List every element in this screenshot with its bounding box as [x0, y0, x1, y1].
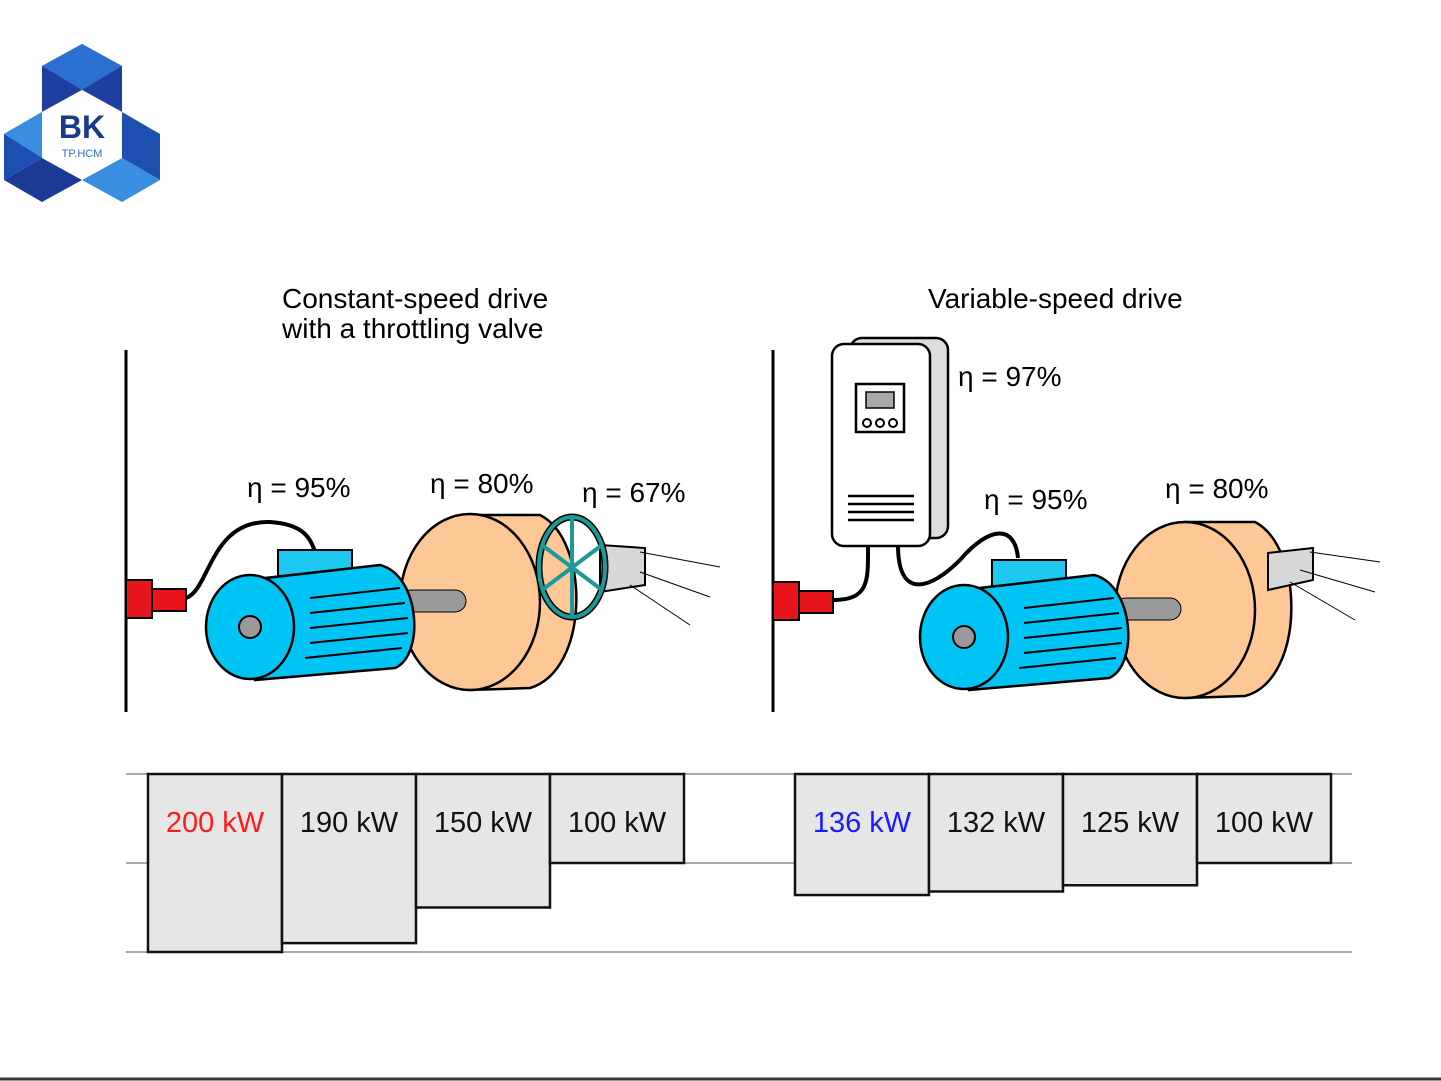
variable-frequency-drive-icon	[830, 336, 950, 548]
logo-subtext: TP.HCM	[62, 148, 103, 160]
power-bar-label: 190 kW	[300, 807, 399, 839]
power-bar	[1195, 772, 1333, 865]
power-plug-icon	[798, 590, 834, 614]
power-bar	[793, 772, 931, 897]
power-bar-label: 200 kW	[166, 807, 265, 839]
power-bar-label: 150 kW	[434, 807, 533, 839]
power-plug-icon	[125, 579, 153, 619]
power-plug-icon	[151, 588, 187, 612]
right-drive-efficiency: η = 97%	[958, 361, 1062, 392]
left-title-line1: Constant-speed drive	[282, 283, 548, 314]
pump-icon	[1113, 520, 1381, 700]
bars-group: 200 kW 190 kW 150 kW 100 kW 136 kW 132 kW 125 …	[146, 772, 1333, 954]
throttling-valve-icon	[535, 513, 609, 621]
right-pump-efficiency: η = 80%	[1165, 473, 1269, 504]
logo-text: BK	[59, 109, 105, 145]
pump-icon	[398, 512, 721, 692]
motor-icon	[204, 549, 416, 682]
power-bar	[280, 772, 418, 945]
power-bar-label: 136 kW	[813, 807, 912, 839]
power-bar	[146, 772, 284, 954]
left-valve-efficiency: η = 67%	[582, 477, 686, 508]
power-cable	[185, 519, 317, 600]
left-motor-efficiency: η = 95%	[247, 472, 351, 503]
power-bar-label: 132 kW	[947, 807, 1046, 839]
bk-logo: BK TP.HCM	[4, 44, 160, 202]
variable-speed-diagram: Variable-speed drive η = 97%	[771, 283, 1381, 712]
power-bar	[927, 772, 1065, 893]
power-chart: 200 kW 190 kW 150 kW 100 kW 136 kW 132 kW 125 …	[126, 772, 1352, 954]
power-bar	[414, 772, 552, 909]
right-title: Variable-speed drive	[928, 283, 1183, 314]
power-bar-label: 100 kW	[1215, 807, 1314, 839]
motor-icon	[918, 559, 1130, 692]
motor-cable	[896, 531, 1020, 587]
power-bar-label: 100 kW	[568, 807, 667, 839]
left-pump-efficiency: η = 80%	[430, 468, 534, 499]
power-bar-label: 125 kW	[1081, 807, 1180, 839]
right-motor-efficiency: η = 95%	[984, 484, 1088, 515]
left-title-line2: with a throttling valve	[281, 313, 543, 344]
power-plug-icon	[772, 581, 800, 621]
power-bar	[1061, 772, 1199, 887]
power-bar	[548, 772, 686, 865]
constant-speed-diagram: Constant-speed drive with a throttling v…	[124, 283, 721, 712]
power-cable	[832, 544, 871, 602]
